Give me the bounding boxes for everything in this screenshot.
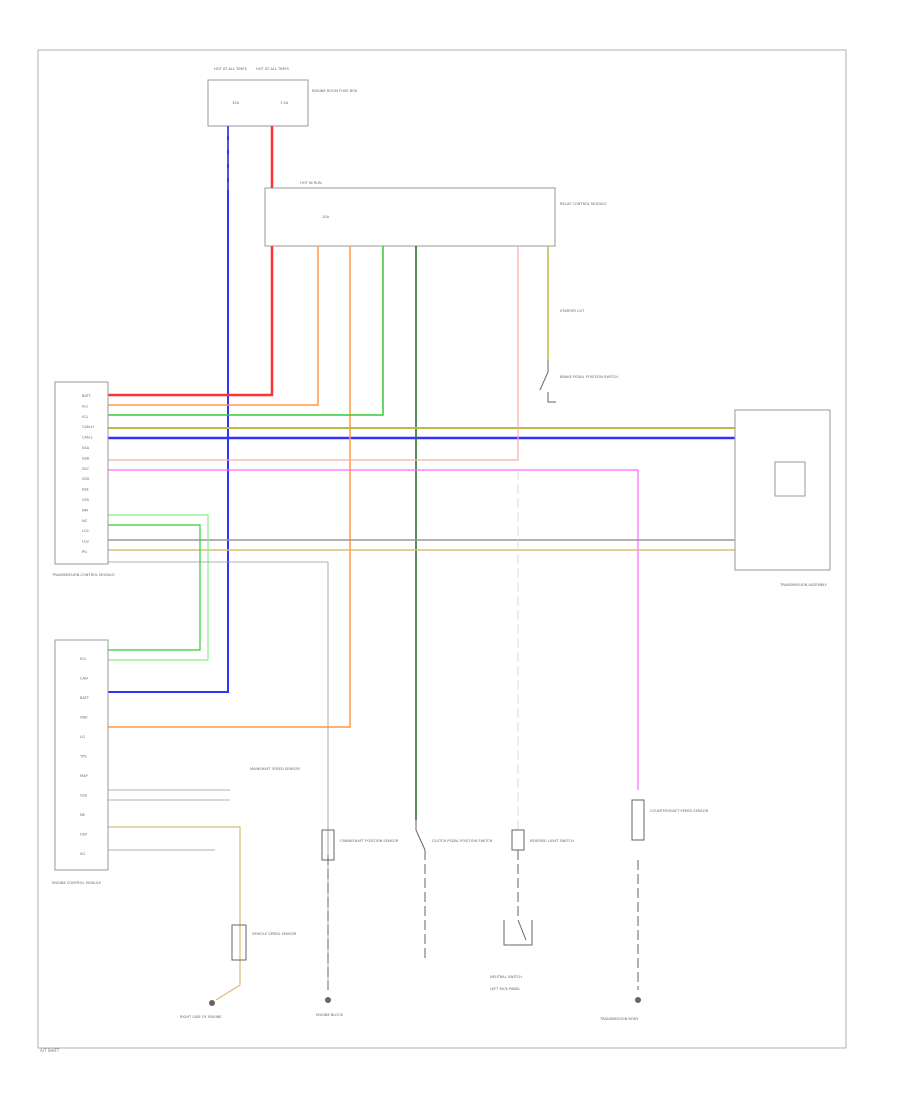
tcm-pin-label: BATT xyxy=(82,394,92,398)
starter-cut-label: STARTER CUT xyxy=(560,309,585,313)
ground-label-3: TRANSMISSION BODY xyxy=(599,1017,639,1021)
engine-room-fuse-box xyxy=(207,79,309,127)
ecm-pin-label: VBU xyxy=(80,716,88,720)
neutral-switch-symbol xyxy=(503,919,533,946)
tcm-pin-label: SSB xyxy=(82,456,90,460)
wire-green-ig1 xyxy=(108,246,384,416)
transmission-solenoid-block xyxy=(774,461,806,497)
vss-sensor-body xyxy=(231,924,247,961)
mainshaft-sensor-label: MAINSHAFT SPEED SENSOR xyxy=(250,767,300,771)
ecm-pin-label: CKP xyxy=(80,833,88,837)
tcm-pin-label: CAN-H xyxy=(82,425,94,429)
ecm-pin-label: IG1 xyxy=(80,657,86,661)
tcm-pin-label: IG1 xyxy=(82,415,88,419)
transmission-assembly xyxy=(734,409,831,571)
ground-label-2: ENGINE BLOCK xyxy=(316,1013,344,1017)
fuse-b-rating: 7.5A xyxy=(280,101,289,105)
tcm-pin-label: PG xyxy=(82,550,87,554)
fuse-box-name: ENGINE ROOM FUSE BOX xyxy=(312,89,358,93)
relay-box-name: RELAY CONTROL MODULE xyxy=(560,202,607,206)
clutch-switch-symbol xyxy=(415,820,426,851)
fuse-hot-label-a: HOT AT ALL TIMES xyxy=(214,67,248,71)
ecm-pin-label: LG xyxy=(80,735,85,739)
engine-control-module xyxy=(54,639,109,871)
wire-tan-vss xyxy=(108,826,241,1001)
reverse-switch-body xyxy=(511,829,525,851)
reverse-switch-label: REVERSE LIGHT SWITCH xyxy=(530,839,574,843)
fuse-hot-label-b: HOT AT ALL TIMES xyxy=(256,67,290,71)
ecm-name: ENGINE CONTROL MODULE xyxy=(52,881,102,885)
diagram-footnote: A/T SHIFT xyxy=(40,1048,60,1053)
tcm-name: TRANSMISSION CONTROL MODULE xyxy=(51,573,115,577)
wire-orange-ecm xyxy=(108,246,351,728)
tcm-pin-label: CAN-L xyxy=(82,436,93,440)
countershaft-sensor-label: COUNTERSHAFT SPEED SENSOR xyxy=(650,809,709,813)
wire-lightpink-relay xyxy=(108,246,519,461)
relay-fuse-rating: 10A xyxy=(322,215,330,219)
fuse-a-rating: 15A xyxy=(232,101,240,105)
ecm-pin-label: TPS xyxy=(79,755,87,759)
ground-symbol-2 xyxy=(325,997,331,1003)
ground-label-1: RIGHT SIDE OF ENGINE xyxy=(180,1015,222,1019)
relay-control-module xyxy=(264,187,556,247)
tcm-pin-label: NC xyxy=(82,519,88,523)
ecm-pin-label: BATT xyxy=(80,696,90,700)
ecm-pin-label: NE xyxy=(80,813,86,817)
ground-label-4: LEFT KICK PANEL xyxy=(490,987,520,991)
ecm-pin-label: VSS xyxy=(80,794,88,798)
wire-red-batt xyxy=(108,126,274,397)
ecm-pin-label: SG xyxy=(80,852,85,856)
relay-hot-label: HOT IN RUN xyxy=(300,181,322,185)
tcm-pin-label: NM xyxy=(82,508,88,512)
wire-orange-ig1 xyxy=(108,246,319,406)
tcm-pin-label: SSD xyxy=(82,477,90,481)
countershaft-sensor-body xyxy=(631,799,645,841)
tcm-pin-label: IG1 xyxy=(82,404,88,408)
wire-pink-sensor xyxy=(108,469,639,790)
trans-assembly-name: TRANSMISSION ASSEMBLY xyxy=(779,583,828,587)
ground-symbol-1 xyxy=(209,1000,215,1006)
ground-symbol-3 xyxy=(635,997,641,1003)
neutral-switch-label: NEUTRAL SWITCH xyxy=(490,975,522,979)
tcm-pin-label: SSC xyxy=(82,467,90,471)
tcm-pin-label: SSE xyxy=(82,488,90,492)
vss-sensor-label: VEHICLE SPEED SENSOR xyxy=(252,932,297,936)
wire-lightgreen-b xyxy=(108,524,201,651)
ckp-sensor-body xyxy=(321,829,335,861)
ckp-sensor-label: CRANKSHAFT POSITION SENSOR xyxy=(340,839,399,843)
tcm-pin-label: LG1 xyxy=(82,529,89,533)
ecm-pin-label: MAP xyxy=(80,774,89,778)
wire-lightgreen-a xyxy=(108,514,209,661)
wire-blue-batt xyxy=(108,126,229,693)
diagram-frame xyxy=(37,49,847,1049)
transmission-control-module xyxy=(54,381,109,565)
ecm-pin-label: CAN xyxy=(80,677,88,681)
tcm-pin-label: SSA xyxy=(82,446,90,450)
tcm-pin-label: LG2 xyxy=(82,540,89,544)
clutch-switch-label: CLUTCH PEDAL POSITION SWITCH xyxy=(432,839,493,843)
wire-gray-ckp xyxy=(108,561,329,990)
brake-switch-symbol xyxy=(539,360,556,403)
brake-switch-label: BRAKE PEDAL POSITION SWITCH xyxy=(560,375,618,379)
tcm-pin-labels: BATTIG1IG1CAN-HCAN-LSSASSBSSCSSDSSEVSSNM… xyxy=(82,394,94,554)
tcm-pin-label: VSS xyxy=(82,498,90,502)
